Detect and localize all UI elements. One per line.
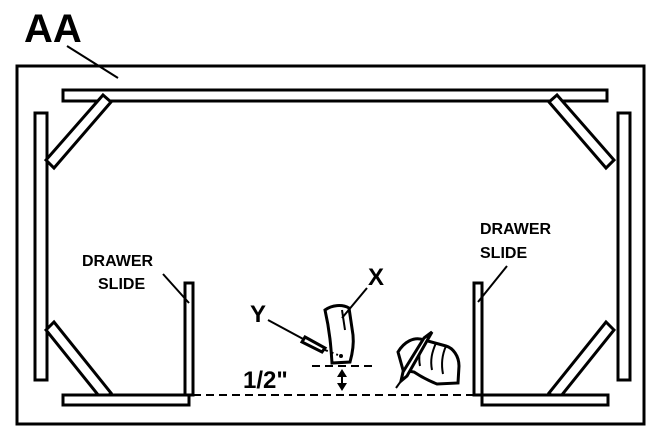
label-drawer-slide-right-line2: SLIDE (480, 245, 527, 262)
awl-y (267, 319, 339, 356)
leader-drawer-slide-right (477, 265, 508, 303)
leader-drawer-slide-left (162, 273, 190, 304)
label-half-inch: 1/2" (243, 367, 288, 394)
leader-x (341, 287, 368, 319)
dimension-arrow (337, 369, 347, 391)
label-x: X (368, 264, 384, 291)
bottom-rail-right (480, 393, 610, 407)
part-x (323, 304, 355, 365)
label-y: Y (250, 301, 266, 328)
label-drawer-slide-right-line1: DRAWER (480, 221, 552, 238)
top-rail (61, 88, 609, 103)
right-side-panel (616, 111, 632, 382)
cabinet-frame (15, 64, 646, 426)
left-side-panel (33, 111, 49, 382)
drawer-slide-left (183, 281, 195, 397)
label-aa: AA (24, 7, 82, 51)
drawer-slide-right (472, 281, 484, 397)
leader-aa (66, 45, 119, 79)
bottom-rail-left (61, 393, 191, 407)
label-drawer-slide-left-line2: SLIDE (98, 276, 145, 293)
corner-braces (43, 92, 617, 404)
label-drawer-slide-left-line1: DRAWER (82, 253, 154, 270)
hand-with-pencil-icon (395, 330, 461, 389)
